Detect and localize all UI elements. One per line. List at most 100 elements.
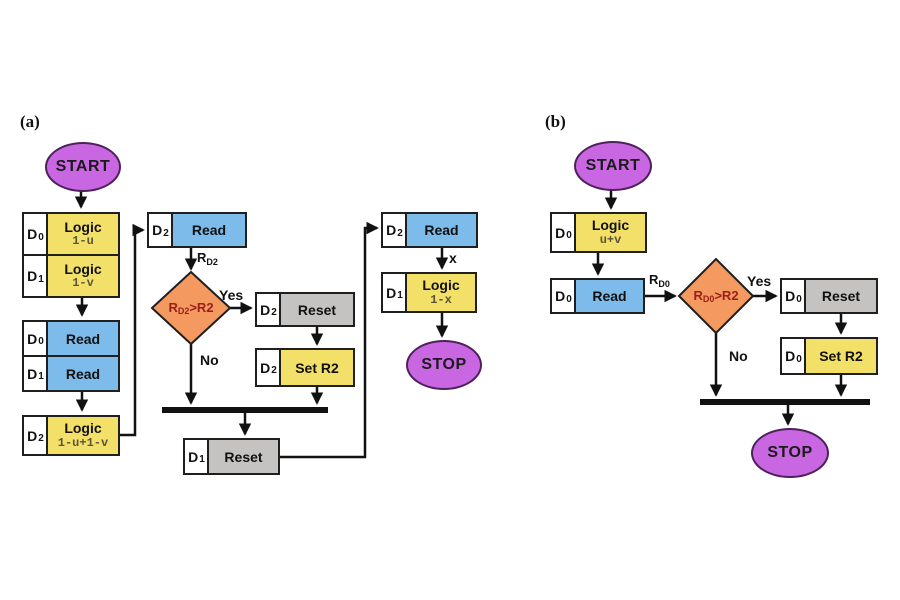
tag-sub: 1	[199, 454, 205, 465]
tag-sub: 0	[566, 293, 572, 305]
join-bar-a	[162, 407, 328, 413]
edge-label-rd2: RD2	[197, 250, 218, 267]
tag-base: D	[260, 301, 271, 318]
logic-title: Logic	[64, 420, 102, 437]
decision-base: R	[168, 300, 178, 315]
stop-terminal-a: STOP	[406, 340, 482, 390]
tag-base: D	[27, 365, 38, 382]
reset-body: Reset	[207, 438, 280, 475]
stop-label: STOP	[421, 356, 467, 373]
reset-body: Reset	[804, 278, 878, 314]
logic-formula: 1-u+1-v	[57, 435, 109, 450]
start-label: START	[585, 157, 641, 174]
tag-sub: 2	[397, 227, 403, 239]
edge-label-rd0: RD0	[649, 272, 670, 289]
tag-sub: 0	[38, 336, 44, 347]
decision-text-a: RD2>R2	[151, 300, 231, 316]
read-body: Read	[46, 355, 120, 392]
edge-label-x: x	[449, 250, 457, 266]
tag-sub: 1	[397, 290, 403, 301]
stop-terminal-b: STOP	[751, 428, 829, 478]
tag-base: D	[27, 268, 38, 284]
logic-formula: 1-u	[72, 234, 94, 249]
logic-body: Logic 1-u+1-v	[46, 415, 120, 456]
edge-label-no-b: No	[729, 348, 748, 364]
edge-r-sub: D2	[206, 257, 218, 267]
decision-text-b: RD0>R2	[676, 288, 756, 304]
tag-base: D	[27, 427, 38, 444]
tag-base: D	[386, 284, 397, 301]
logic-formula: 1-v	[72, 276, 94, 291]
tag-sub: 0	[796, 353, 802, 365]
logic-title: Logic	[591, 217, 630, 234]
decision-sub: D2	[177, 306, 190, 316]
tag-sub: 0	[796, 293, 802, 305]
edge-r-sub: D0	[658, 279, 670, 289]
decision-diamond-a	[150, 270, 232, 346]
tag-base: D	[188, 448, 199, 465]
tag-base: D	[785, 288, 796, 304]
edge-r-base: R	[649, 272, 659, 287]
tag-base: D	[260, 359, 271, 376]
reset-body: Reset	[279, 292, 355, 327]
join-bar-b	[700, 399, 870, 405]
tag-sub: 2	[38, 433, 44, 444]
panel-b-label: (b)	[545, 112, 566, 131]
tag-base: D	[386, 222, 397, 238]
decision-sub: D0	[702, 294, 715, 304]
setr2-body: Set R2	[804, 337, 878, 375]
stop-label: STOP	[767, 444, 813, 461]
tag-base: D	[152, 222, 163, 238]
read-body: Read	[574, 278, 645, 314]
setr2-body: Set R2	[279, 348, 355, 387]
decision-diamond-b	[677, 257, 755, 335]
read-body: Read	[46, 320, 120, 357]
decision-rest: >R2	[714, 288, 739, 303]
edge-r-base: R	[197, 250, 207, 265]
decision-rest: >R2	[189, 300, 214, 315]
tag-sub: 1	[38, 371, 44, 382]
logic-body: Logic 1-u	[46, 212, 120, 256]
tag-base: D	[27, 226, 38, 242]
edge-label-no-a: No	[200, 352, 219, 368]
panel-a-label: (a)	[20, 112, 40, 131]
logic-formula: u+v	[599, 232, 622, 247]
tag-sub: 1	[38, 273, 44, 285]
logic-title: Logic	[64, 260, 102, 277]
edge-label-yes-a: Yes	[219, 287, 244, 303]
logic-formula: 1-x	[430, 292, 452, 307]
tag-sub: 2	[271, 307, 277, 318]
edge-label-yes-b: Yes	[747, 273, 772, 289]
tag-sub: 2	[271, 365, 277, 376]
logic-body: Logic 1-v	[46, 254, 120, 298]
logic-body: Logic 1-x	[405, 272, 477, 313]
